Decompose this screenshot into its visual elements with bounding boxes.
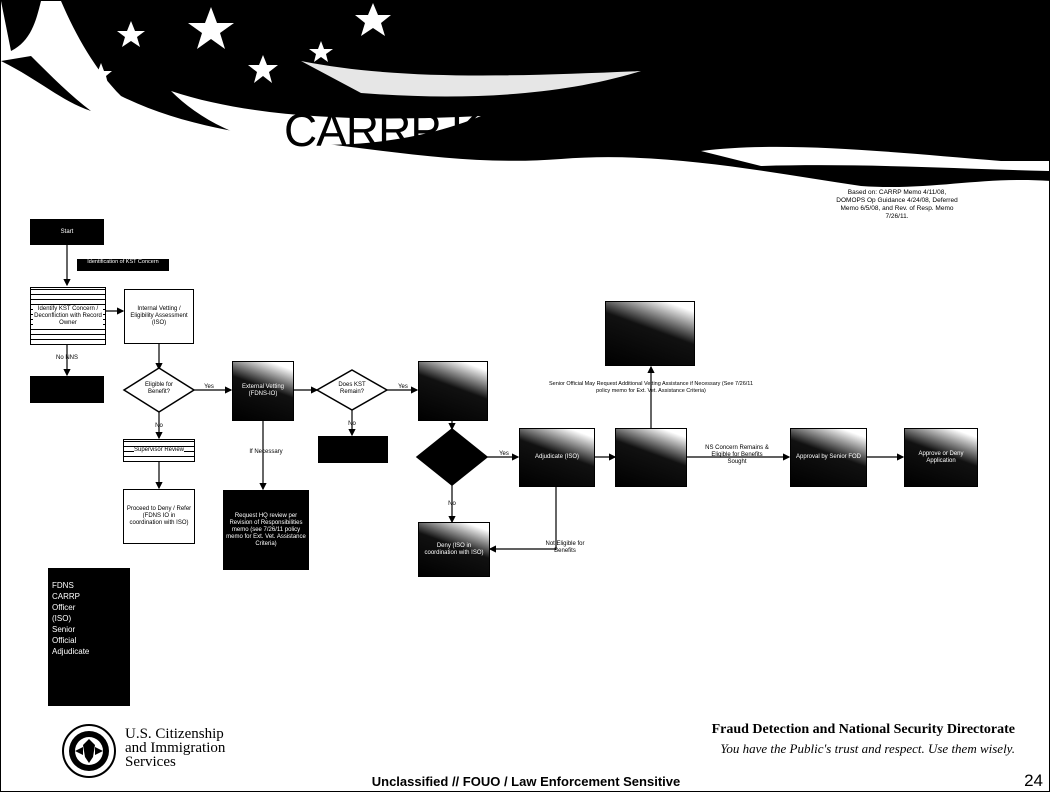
legend-item: Adjudicate [52, 647, 90, 656]
deny-iso-label: Deny (ISO in coordination with ISO) [424, 542, 484, 556]
edge-no-1: No [155, 423, 163, 429]
decision-kst-remains [315, 369, 389, 411]
edge-not-eligible: Not Eligible for Benefits [545, 541, 585, 554]
basis-note: Based on: CARRP Memo 4/11/08, DOMOPS Op … [836, 189, 958, 220]
final-decision-label: Approve or Deny Application [918, 450, 964, 464]
start-label: Start [60, 228, 74, 235]
edge-yes-1: Yes [204, 384, 214, 390]
deny-refer-box: Proceed to Deny / Refer (FDNS IO in coor… [123, 489, 195, 544]
internal-vetting-box: Internal Vetting / Eligibility Assessmen… [124, 289, 194, 344]
decision-eligible-1 [122, 367, 196, 413]
edge-yes-2: Yes [398, 384, 408, 390]
edge-if-necessary: If Necessary [249, 449, 283, 455]
agency-line: Services [125, 754, 176, 770]
legend-item: (ISO) [52, 614, 72, 623]
edge-yes-3: Yes [499, 451, 509, 457]
decision-kst-label: Does KST Remain? [338, 382, 366, 395]
agency-name: U.S. Citizenship and Immigration Service… [125, 726, 226, 770]
directorate-name: Fraud Detection and National Security Di… [711, 722, 1015, 737]
legend-item: FDNS [52, 581, 74, 590]
legend-item: Official [52, 636, 77, 645]
edge-no-3: No [448, 501, 456, 507]
dhs-seal-icon [62, 724, 116, 778]
supervisor-review-label: Supervisor Review [133, 447, 185, 454]
identify-note-label: Identification of KST Concern [87, 259, 159, 265]
decision-eligible-1-label: Eligible for Benefit? [144, 382, 173, 395]
flag-banner [1, 1, 1049, 188]
start-box: Start [30, 219, 104, 245]
agency-line: U.S. Citizenship [125, 726, 224, 742]
hq-review-box: Request HQ review per Revision of Respon… [223, 490, 309, 570]
classification-marking: Unclassified // FOUO / Law Enforcement S… [371, 774, 681, 789]
page-number: 24 [1024, 771, 1043, 790]
legend-box: FDNS CARRP Officer (ISO) Senior Official… [48, 568, 130, 706]
deconflict-box [418, 361, 488, 421]
edge-ns-concern: NS Concern Remains & Eligible for Benefi… [705, 445, 769, 465]
senior-fod-box: Approval by Senior FOD [790, 428, 867, 487]
agency-line: and Immigration [125, 740, 226, 756]
supervisor-review-box: Supervisor Review [123, 439, 195, 462]
senior-fod-label: Approval by Senior FOD [795, 454, 862, 460]
decision-eligible-2 [415, 428, 489, 486]
identify-kst-label: Identify KST Concern / Deconfliction wit… [33, 305, 103, 327]
identify-note: Identification of KST Concern [77, 259, 169, 271]
hq-review-label: Request HQ review per Revision of Respon… [226, 512, 306, 547]
adjudicate-label: Adjudicate (ISO) [534, 454, 580, 460]
internal-vetting-label: Internal Vetting / Eligibility Assessmen… [130, 306, 188, 326]
external-vetting-box: External Vetting (FDNS-IO) [232, 361, 294, 421]
deny-iso-box: Deny (ISO in coordination with ISO) [418, 522, 490, 577]
directorate-block: Fraud Detection and National Security Di… [712, 722, 1015, 757]
additional-vetting-box [605, 301, 695, 366]
legend-item: Senior [52, 625, 76, 634]
legend-item: Officer [52, 603, 76, 612]
slide-title: CARRP KST Workflow [284, 104, 730, 156]
deny-refer-label: Proceed to Deny / Refer (FDNS IO in coor… [126, 506, 192, 526]
tagline: You have the Public's trust and respect.… [720, 741, 1015, 756]
no-kst-box [318, 436, 388, 463]
external-vetting-label: External Vetting (FDNS-IO) [241, 384, 285, 397]
final-decision-box: Approve or Deny Application [904, 428, 978, 487]
senior-review-box [615, 428, 687, 487]
adjudicate-box: Adjudicate (ISO) [519, 428, 595, 487]
edge-no-2: No [348, 421, 356, 427]
senior-note: Senior Official May Request Additional V… [548, 381, 754, 394]
end-left-box [30, 376, 104, 403]
identify-kst-box: Identify KST Concern / Deconfliction wit… [30, 287, 106, 345]
legend-item: CARRP [52, 592, 81, 601]
edge-no-nns: No NNS [55, 355, 78, 361]
